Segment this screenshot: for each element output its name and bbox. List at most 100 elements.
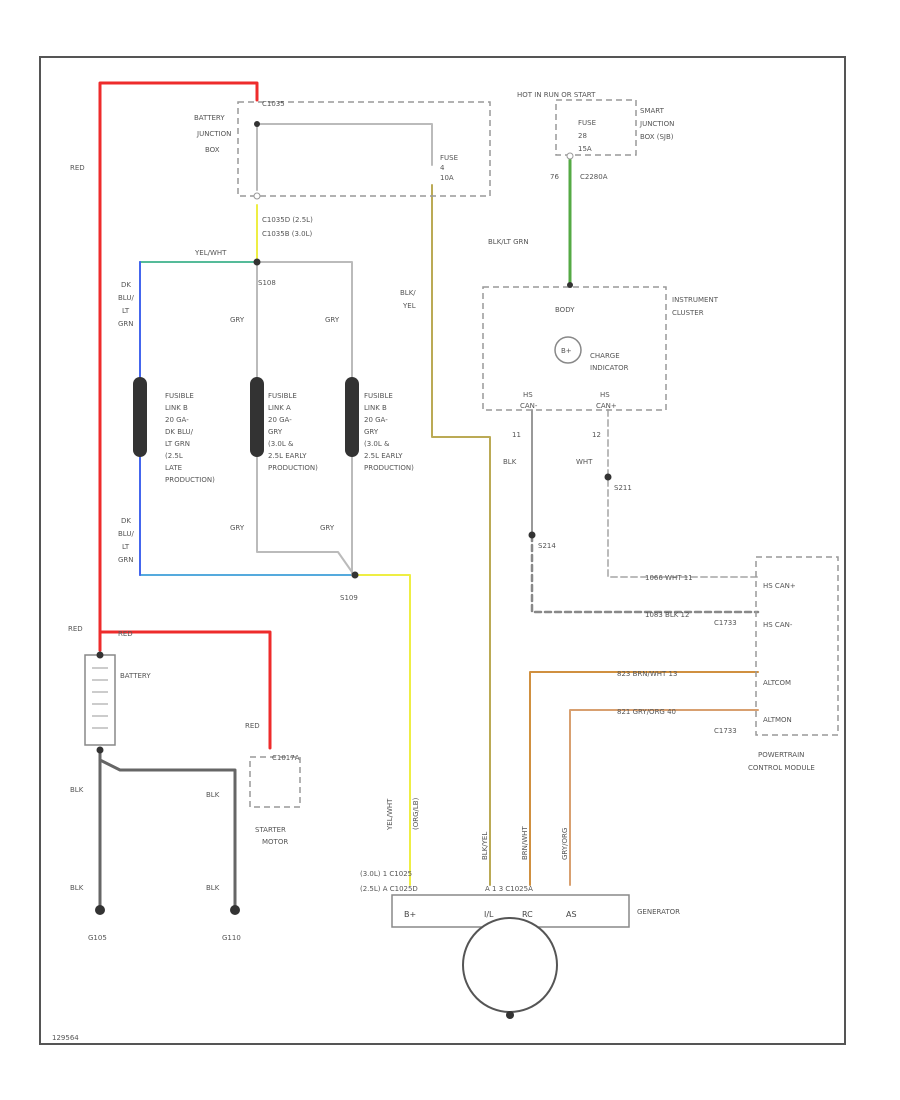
- label-dkblu-bot-2: BLU/: [118, 530, 134, 538]
- fl1-1: FUSIBLE: [268, 392, 297, 400]
- splice-s211: [604, 473, 612, 481]
- fl2-4: GRY: [364, 428, 379, 436]
- battery-junction-box: [237, 101, 491, 197]
- charge-indicator-lamp: [554, 336, 582, 364]
- fl1-2: LINK A: [268, 404, 291, 412]
- wire-blk-can-minus-dashed: [530, 533, 760, 614]
- label-gry-4: GRY: [320, 524, 335, 532]
- pcm-connector-bottom: C1733: [714, 727, 737, 735]
- battery-neg-node: [96, 746, 104, 754]
- label-gry-1: GRY: [230, 316, 245, 324]
- fl1-5: (3.0L &: [268, 440, 294, 448]
- fusible-link-b-gry: [345, 377, 359, 457]
- pcm-pin-3: ALTCOM: [763, 679, 791, 687]
- label-dkblu-bot-4: GRN: [118, 556, 134, 564]
- label-g110: G110: [222, 934, 241, 942]
- fl2-1: FUSIBLE: [364, 392, 393, 400]
- fl2-2: LINK B: [364, 404, 387, 412]
- label-dkblu-top-1: DK: [121, 281, 131, 289]
- fusible-link-a-gry: [250, 377, 264, 457]
- gen-pin-il: I/L: [484, 910, 494, 919]
- fusible-link-b-dkblu: [133, 377, 147, 457]
- battery-pos-node: [96, 651, 104, 659]
- label-blk-can: BLK: [503, 458, 517, 466]
- bjb-label-2: JUNCTION: [196, 130, 231, 138]
- bjb-fuse-2: 4: [440, 164, 445, 172]
- hot-in-run-label: HOT IN RUN OR START: [517, 91, 596, 99]
- splice-s214: [528, 531, 536, 539]
- cluster-label-1: INSTRUMENT: [672, 296, 719, 304]
- sjb-fuse-2: 28: [578, 132, 587, 140]
- cluster-hs-right-1: HS: [600, 391, 610, 399]
- starter-label-2: MOTOR: [262, 838, 288, 846]
- label-dkblu-bot-3: LT: [122, 543, 130, 551]
- gen-pin-b-plus: B+: [404, 910, 416, 919]
- wire-bjb-internal: [256, 123, 433, 191]
- bjb-splice-1: C1035D (2.5L): [262, 216, 313, 224]
- gen-pin-rc: RC: [522, 910, 533, 919]
- label-gry-3: GRY: [230, 524, 245, 532]
- fl1-7: PRODUCTION): [268, 464, 318, 472]
- wire-wht-can-plus: [607, 409, 759, 578]
- bjb-fuse-1: FUSE: [440, 154, 458, 162]
- label-blk-ltgrn: BLK/LT GRN: [488, 238, 529, 246]
- cluster-label-2: CLUSTER: [672, 309, 704, 317]
- gen-connector-2: (2.5L) A C1025D: [360, 885, 418, 893]
- smart-junction-box: [555, 99, 637, 156]
- starter-label-1: STARTER: [255, 826, 286, 834]
- cluster-sub: BODY: [555, 306, 575, 314]
- ground-g110: [230, 905, 240, 915]
- label-red-2: RED: [68, 625, 83, 633]
- fl1-6: 2.5L EARLY: [268, 452, 307, 460]
- fl0-1: FUSIBLE: [165, 392, 194, 400]
- gen-wire-gry-org: GRY/ORG: [561, 828, 569, 860]
- sjb-fuse-1: FUSE: [578, 119, 596, 127]
- sjb-label-2: JUNCTION: [639, 120, 674, 128]
- gen-vert-wire-2: (ORG/LB): [412, 797, 420, 830]
- splice-s108: [253, 258, 261, 266]
- label-s108: S108: [258, 279, 276, 287]
- cluster-hs-left-2: CAN-: [520, 402, 538, 410]
- fl0-3: 20 GA-: [165, 416, 189, 424]
- label-s214: S214: [538, 542, 556, 550]
- battery-cells: [92, 667, 108, 729]
- charge-label-2: INDICATOR: [590, 364, 629, 372]
- fl0-6: (2.5L: [165, 452, 183, 460]
- cluster-pin-right: 12: [592, 431, 601, 439]
- fl0-7: LATE: [165, 464, 182, 472]
- pcm-box: [755, 556, 839, 736]
- gen-pin-as: AS: [566, 910, 577, 919]
- bjb-connector: C1035: [262, 100, 285, 108]
- label-blk-g105-1: BLK: [70, 786, 84, 794]
- bjb-splice-2: C1035B (3.0L): [262, 230, 312, 238]
- label-yel-wht-top: YEL/WHT: [194, 249, 227, 257]
- cluster-green-node: [567, 282, 573, 288]
- label-blk-g105-2: BLK: [70, 884, 84, 892]
- sjb-connector: C2280A: [580, 173, 608, 181]
- fl2-5: (3.0L &: [364, 440, 390, 448]
- fl0-8: PRODUCTION): [165, 476, 215, 484]
- label-blk-yel-2: YEL: [402, 302, 416, 310]
- wire-gry-org: [569, 709, 759, 886]
- sjb-label-3: BOX (SJB): [640, 133, 674, 141]
- charge-label-1: CHARGE: [590, 352, 620, 360]
- cluster-hs-right-2: CAN+: [596, 402, 617, 410]
- fl2-6: 2.5L EARLY: [364, 452, 403, 460]
- wire-gry-link-b: [256, 261, 353, 576]
- label-dkblu-top-3: LT: [122, 307, 130, 315]
- label-dkblu-bot-1: DK: [121, 517, 131, 525]
- generator-ground-node: [506, 1011, 514, 1019]
- cluster-pin-left: 11: [512, 431, 521, 439]
- instrument-cluster-box: [482, 286, 667, 411]
- starter-motor-box: [249, 756, 301, 808]
- label-g105: G105: [88, 934, 107, 942]
- gen-pin-nums: A 1 3 C1025A: [485, 885, 533, 893]
- fl0-5: LT GRN: [165, 440, 190, 448]
- fl0-4: DK BLU/: [165, 428, 194, 436]
- splice-s109: [351, 571, 359, 579]
- pcm-connector-top: C1733: [714, 619, 737, 627]
- pcm-pin-4: ALTMON: [763, 716, 792, 724]
- label-red-3: RED: [118, 630, 133, 638]
- wire-blk-yel: [431, 184, 491, 886]
